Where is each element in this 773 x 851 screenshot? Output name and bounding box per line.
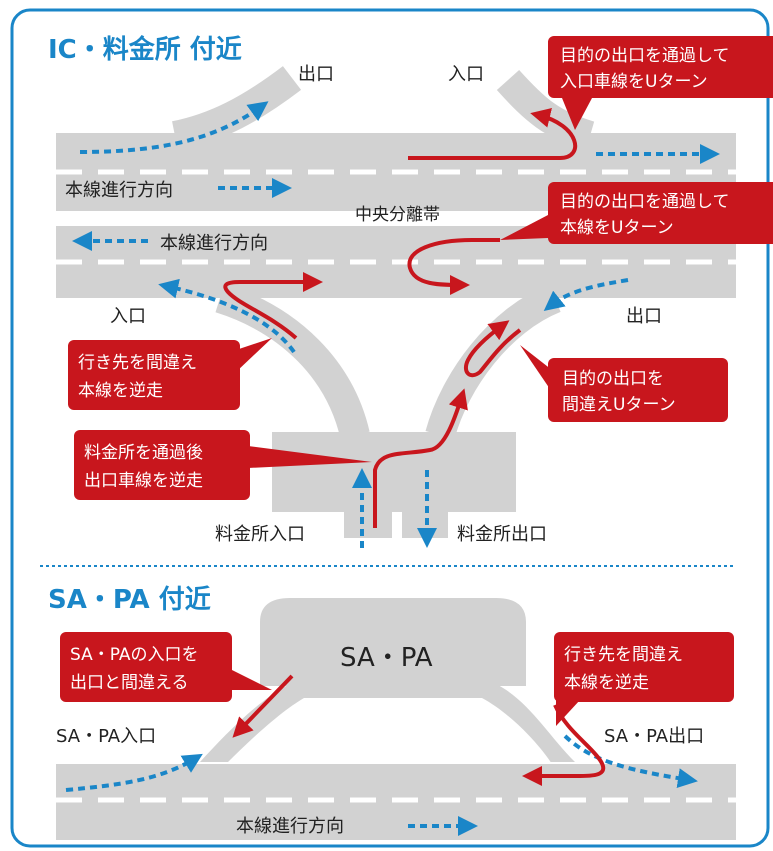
callout-wrong-exit-uturn: 目的の出口を 間違えUターン: [520, 345, 728, 422]
label-exit-top: 出口: [298, 64, 334, 85]
label-sapa-exit: SA・PA出口: [604, 726, 704, 747]
lane-markings: [56, 169, 736, 265]
callout-toll-reverse: 料金所を通過後 出口車線を逆走: [74, 430, 372, 500]
label-sapa-mainline: 本線進行方向: [236, 816, 344, 837]
callout-line-2: 本線をUターン: [560, 218, 674, 238]
ic-section-title: IC・料金所 付近: [48, 34, 242, 65]
label-sapa-facility: SA・PA: [340, 643, 433, 673]
sapa-section-title: SA・PA 付近: [48, 585, 211, 615]
callout-line-1: 目的の出口を通過して: [560, 46, 730, 66]
callout-line-1: 目的の出口を通過して: [560, 192, 730, 212]
correct-direction-arrows: [72, 101, 720, 548]
callout-line-2: 入口車線をUターン: [560, 72, 708, 92]
callout-line-1: SA・PAの入口を: [70, 645, 199, 665]
callout-line-1: 料金所を通過後: [84, 443, 203, 463]
label-sapa-entrance: SA・PA入口: [56, 726, 156, 747]
callout-line-2: 本線を逆走: [564, 673, 649, 693]
label-entrance-left: 入口: [110, 306, 146, 327]
callout-line-2: 出口車線を逆走: [84, 471, 203, 491]
label-entrance-top: 入口: [448, 64, 484, 85]
sapa-road-gap: [226, 698, 552, 764]
callout-line-1: 行き先を間違え: [564, 645, 683, 665]
callout-entrance-as-exit: SA・PAの入口を 出口と間違える: [60, 632, 272, 702]
callout-wrong-dest-reverse-ic: 行き先を間違え 本線を逆走: [68, 338, 272, 410]
label-exit-right: 出口: [626, 306, 662, 327]
callout-line-2: 本線を逆走: [78, 381, 163, 401]
callout-line-1: 目的の出口を: [562, 369, 664, 389]
label-mainline-right: 本線進行方向: [65, 180, 173, 201]
callout-line-1: 行き先を間違え: [78, 353, 197, 373]
label-median: 中央分離帯: [355, 205, 440, 225]
label-toll-exit: 料金所出口: [457, 524, 547, 545]
sapa-correct-arrows: [65, 734, 698, 836]
callout-wrong-dest-reverse-sapa: 行き先を間違え 本線を逆走: [554, 632, 734, 726]
sapa-wrong-paths: [232, 674, 606, 786]
callout-line-2: 間違えUターン: [562, 395, 676, 415]
label-toll-entrance: 料金所入口: [215, 524, 305, 545]
wrong-way-paths: [223, 108, 578, 528]
callout-uturn-mainline: 目的の出口を通過して 本線をUターン: [500, 182, 773, 244]
label-mainline-left: 本線進行方向: [160, 233, 268, 254]
callout-line-2: 出口と間違える: [70, 673, 189, 693]
callout-uturn-entrance-lane: 目的の出口を通過して 入口車線をUターン: [548, 36, 773, 130]
